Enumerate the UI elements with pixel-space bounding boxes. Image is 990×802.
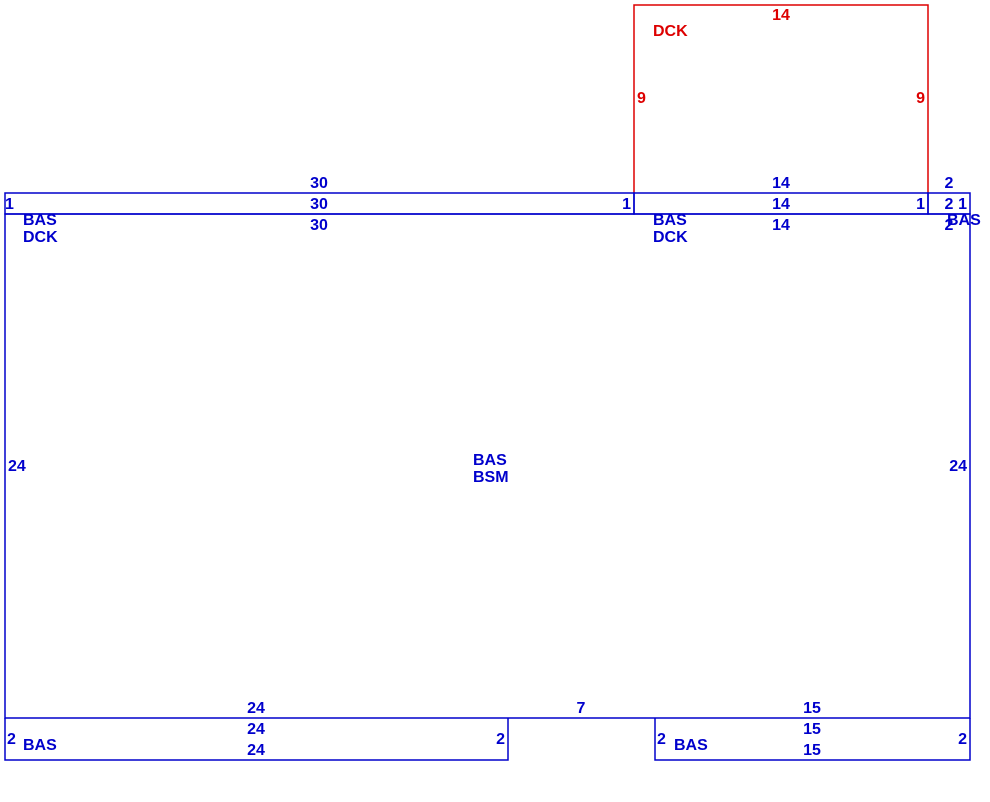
bump-left-outline	[4, 718, 509, 761]
strip-left-end-dimension: 1	[5, 196, 14, 213]
deck-right-dimension: 9	[916, 90, 925, 107]
strip-middle-code-bas: BAS	[653, 212, 687, 229]
strip-left-dimension-below: 30	[310, 217, 328, 234]
main-area-outline	[4, 213, 971, 719]
strip-middle-dimension-below: 14	[772, 217, 790, 234]
strip-left-code-dck: DCK	[23, 229, 58, 246]
bump-right-width-mid: 15	[803, 721, 821, 738]
main-area-code-bsm: BSM	[473, 469, 509, 486]
main-area-code-bas: BAS	[473, 452, 507, 469]
strip-left-dimension-above: 30	[310, 175, 328, 192]
main-area-bottom-right-dimension: 15	[803, 700, 821, 717]
bump-right-left-dimension: 2	[657, 731, 666, 748]
bump-right-code: BAS	[674, 737, 708, 754]
main-area-bottom-left-dimension: 24	[247, 700, 265, 717]
bump-left-right-dimension: 2	[496, 731, 505, 748]
deck-outline	[633, 4, 929, 193]
deck-left-dimension: 9	[637, 90, 646, 107]
bump-left-width-mid: 24	[247, 721, 265, 738]
strip-left-code-bas: BAS	[23, 212, 57, 229]
main-area-right-dimension: 24	[949, 458, 967, 475]
strip-left-dimension-mid: 30	[310, 196, 328, 213]
strip-right-dimension-above: 2	[945, 175, 954, 192]
bump-left-code: BAS	[23, 737, 57, 754]
bump-right-right-dimension: 2	[958, 731, 967, 748]
strip-middle-dimension-mid: 14	[772, 196, 790, 213]
main-area-bottom-gap-dimension: 7	[577, 700, 586, 717]
deck-width-dimension: 14	[772, 7, 790, 24]
strip-right-dimension-below: 2	[945, 217, 954, 234]
strip-right-end-dimension: 1	[958, 196, 967, 213]
strip-right-dimension-mid: 2	[945, 196, 954, 213]
strip-middle-code-dck: DCK	[653, 229, 688, 246]
main-area-left-dimension: 24	[8, 458, 26, 475]
deck-code: DCK	[653, 23, 688, 40]
bump-right-outline	[654, 718, 971, 761]
strip-right-code-bas: BAS	[947, 212, 981, 229]
bump-left-width-below: 24	[247, 742, 265, 759]
strip-left-right-end-dimension: 1	[622, 196, 631, 213]
strip-middle-dimension-above: 14	[772, 175, 790, 192]
bump-right-width-below: 15	[803, 742, 821, 759]
strip-middle-right-end-dimension: 1	[916, 196, 925, 213]
bump-left-left-dimension: 2	[7, 731, 16, 748]
